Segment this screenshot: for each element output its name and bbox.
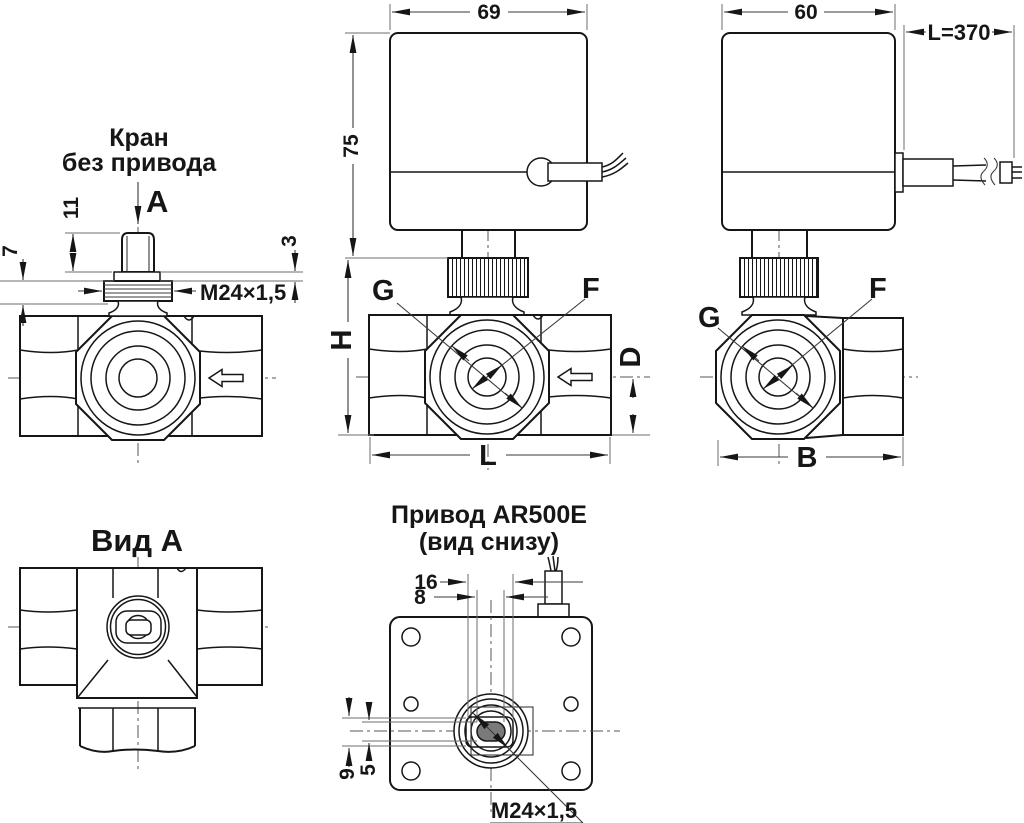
thread-callout: M24×1,5: [472, 712, 584, 823]
dimension-valve-height: H: [326, 260, 374, 436]
dim-label-60: 60: [794, 1, 817, 24]
dim-label-5: 5: [357, 764, 380, 776]
knurled-nut: [739, 257, 819, 298]
dim-label-7: 7: [0, 245, 22, 257]
thread-notch: [176, 567, 187, 573]
dim-label-D: D: [615, 347, 647, 368]
dimension-port: D: [612, 347, 650, 436]
dim-label-9: 9: [336, 768, 359, 780]
label-G: G: [698, 302, 721, 334]
valve-top-view: [19, 567, 263, 753]
dimension-slot-width: 8: [414, 586, 548, 609]
view-valve-without-actuator: Кран без привода A 11: [0, 124, 303, 465]
view-actuator-bottom: Привод AR500E (вид снизу): [336, 501, 620, 823]
dimension-recess-width: 16: [414, 571, 583, 594]
dimension-collar-height: 7: [0, 245, 114, 326]
callout-bore-F: F: [471, 273, 600, 390]
dim-label-8: 8: [414, 586, 426, 609]
view-valve-with-actuator-front: 69 75 H D L: [326, 1, 650, 472]
cable-wire: [601, 152, 624, 168]
dim-label-3: 3: [278, 235, 301, 247]
dimension-actuator-width: 60: [721, 1, 896, 30]
cable-wire: [952, 179, 987, 182]
dimension-stem-height: 11: [60, 197, 120, 273]
label-G: G: [372, 275, 395, 307]
cable-break-symbol: [990, 157, 998, 186]
bottom-view-title-line2: (вид снизу): [419, 528, 559, 556]
extension-lines: [342, 574, 514, 747]
cable-break-symbol: [980, 157, 988, 186]
dim-label-B: B: [797, 442, 818, 474]
dimension-valve-length: L: [369, 437, 611, 472]
stem-slot: [125, 619, 152, 636]
dim-label-16: 16: [414, 571, 437, 594]
view-title-line1: Кран: [109, 124, 169, 152]
view-a-label: A: [146, 184, 168, 219]
cable-wire: [601, 162, 629, 178]
view-a: Вид А: [8, 523, 271, 772]
callout-thread-G: G: [372, 275, 523, 409]
dim-label-L: L: [479, 440, 497, 472]
valve-body-side: [715, 314, 904, 440]
dim-label-75: 75: [340, 134, 363, 158]
thread-label: M24×1,5: [200, 280, 286, 305]
dimension-recess-height: 9: [336, 697, 359, 780]
dimension-actuator-width: 69: [389, 1, 588, 30]
cable-gland-tab: [894, 152, 904, 193]
actuator-stem-and-nut: [739, 230, 819, 316]
dim-label-H: H: [326, 330, 358, 351]
dim-label-69: 69: [477, 1, 500, 24]
valve-stem-assembly: [103, 232, 173, 317]
bottom-view-title-line1: Привод AR500E: [391, 501, 587, 529]
actuator-stem-and-nut: [447, 230, 529, 316]
knurled-nut: [447, 257, 529, 298]
cable-connector: [902, 158, 954, 187]
cable-wire: [952, 164, 987, 167]
dimension-slot-height: 5: [357, 702, 380, 776]
callout-bore-F: F: [762, 273, 887, 390]
dimension-cable-length: L=370: [903, 20, 1015, 158]
dimension-flange-height: 3: [160, 235, 303, 303]
cable-exit: [537, 555, 570, 618]
cable-wire: [601, 157, 627, 173]
dimension-actuator-height: 75: [340, 32, 448, 259]
view-valve-with-actuator-side: 60 L=370 B G F: [698, 1, 1022, 474]
view-title-line2: без привода: [62, 149, 217, 177]
callout-thread-G: G: [698, 302, 814, 409]
dim-label-11: 11: [60, 197, 83, 220]
actuator-body-side: [721, 32, 1022, 231]
cable-end: [999, 161, 1013, 184]
view-a-title: Вид А: [91, 523, 183, 558]
dim-label-L370: L=370: [928, 20, 991, 45]
mounting-holes: [401, 627, 581, 781]
label-F: F: [869, 273, 887, 305]
thread-callout: M24×1,5: [78, 280, 286, 305]
actuator-body: [389, 32, 629, 231]
label-F: F: [582, 273, 600, 305]
thread-label: M24×1,5: [491, 798, 577, 823]
dimension-valve-width: B: [717, 437, 904, 474]
